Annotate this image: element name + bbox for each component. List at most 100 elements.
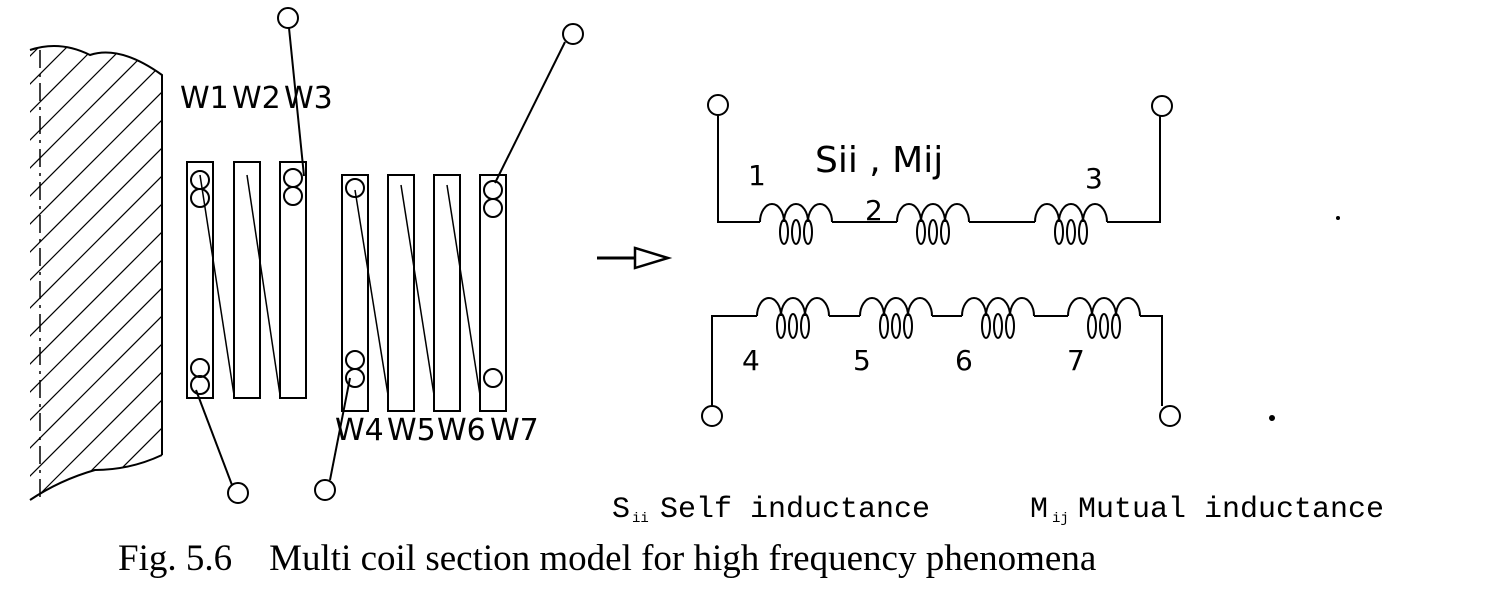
section-number-7: 7 xyxy=(1067,344,1085,377)
hatch-line xyxy=(30,46,75,500)
coil-label-w5: W5 xyxy=(387,413,436,448)
conductor-circle xyxy=(190,170,210,190)
hatch-line xyxy=(30,46,162,500)
hatch-line xyxy=(61,46,162,500)
coil-label-w3: W3 xyxy=(284,81,333,116)
hatch-line xyxy=(30,46,162,500)
hatch-line xyxy=(30,46,47,500)
coil-label-w1: W1 xyxy=(180,81,229,116)
inductor-4-loop xyxy=(800,313,810,339)
coil-section-6 xyxy=(433,174,461,412)
coil-label-w4: W4 xyxy=(335,413,384,448)
self-subscript: ii xyxy=(632,511,649,527)
wire xyxy=(1140,315,1163,406)
hatch-line xyxy=(30,46,131,500)
legend: S ii Self inductance M ij Mutual inducta… xyxy=(612,493,1384,527)
conductor-line xyxy=(199,174,235,396)
inductor-1-loop xyxy=(791,219,801,245)
coil-section-4 xyxy=(341,174,369,412)
section-number-2: 2 xyxy=(865,194,883,227)
hatch-line xyxy=(30,46,162,500)
inductor-7 xyxy=(1067,297,1141,317)
inductor-5-loop xyxy=(891,313,901,339)
inductor-7-loop xyxy=(1087,313,1097,339)
inductance-parameter-label: Sii , Mij xyxy=(815,140,943,181)
hatch-line xyxy=(30,46,162,500)
arrow-right-icon xyxy=(597,246,673,270)
conductor-circle xyxy=(345,178,365,198)
inductor-6-loop xyxy=(993,313,1003,339)
mutual-symbol: M xyxy=(1030,493,1048,527)
inductor-1-loop xyxy=(779,219,789,245)
conductor-circle xyxy=(190,358,210,378)
inductor-3-loop xyxy=(1078,219,1088,245)
conductor-circle xyxy=(190,375,210,395)
inductor-2-loop xyxy=(940,219,950,245)
self-inductance-text: Self inductance xyxy=(660,493,930,527)
conductor-circle xyxy=(483,198,503,218)
hatch-line xyxy=(30,46,162,500)
coil-label-w6: W6 xyxy=(437,413,486,448)
hatch-line xyxy=(30,46,159,500)
hatch-line xyxy=(30,46,162,500)
coil-section-7 xyxy=(479,174,507,412)
inductor-2-loop xyxy=(928,219,938,245)
mutual-subscript: ij xyxy=(1052,511,1069,527)
inductor-4-loop xyxy=(776,313,786,339)
hatch-line xyxy=(30,46,162,500)
mutual-inductance-text: Mutual inductance xyxy=(1078,493,1384,527)
conductor-circle xyxy=(345,368,365,388)
inductor-7-loop xyxy=(1111,313,1121,339)
inductor-1 xyxy=(759,203,833,223)
section-number-5: 5 xyxy=(853,344,871,377)
inductor-2 xyxy=(896,203,970,223)
inductor-6-loop xyxy=(981,313,991,339)
conductor-line xyxy=(354,189,389,396)
equivalent-circuit xyxy=(711,115,1163,406)
wire xyxy=(717,115,760,223)
section-number-4: 4 xyxy=(742,344,760,377)
conductor-line xyxy=(400,184,435,396)
inductor-3-loop xyxy=(1066,219,1076,245)
inductor-5-loop xyxy=(879,313,889,339)
inductor-3 xyxy=(1034,203,1108,223)
conductor-circle xyxy=(483,368,503,388)
self-symbol: S xyxy=(612,493,630,527)
inductor-6-loop xyxy=(1005,313,1015,339)
inductor-5 xyxy=(859,297,933,317)
inductor-4-loop xyxy=(788,313,798,339)
hatch-line xyxy=(33,46,162,500)
inductor-3-loop xyxy=(1054,219,1064,245)
conductor-circle xyxy=(283,186,303,206)
coil-section-5 xyxy=(387,174,415,412)
coil-label-w2: W2 xyxy=(232,81,281,116)
section-number-1: 1 xyxy=(748,159,766,192)
hatch-line xyxy=(30,46,162,500)
circuit-terminals xyxy=(701,94,1181,427)
section-number-3: 3 xyxy=(1085,162,1103,195)
coil-sections xyxy=(186,161,507,412)
section-number-6: 6 xyxy=(955,344,973,377)
inductor-1-loop xyxy=(803,219,813,245)
inductor-5-loop xyxy=(903,313,913,339)
inductor-2-loop xyxy=(916,219,926,245)
coil-label-w7: W7 xyxy=(490,413,539,448)
iron-core xyxy=(0,40,163,501)
conductor-circle xyxy=(483,180,503,200)
hatch-line xyxy=(0,40,18,500)
conductor-line xyxy=(246,174,281,396)
wire xyxy=(711,315,757,406)
hatch-line xyxy=(30,46,103,500)
wire xyxy=(1107,116,1161,223)
inductor-4 xyxy=(756,297,830,317)
conductor-line xyxy=(446,184,481,396)
figure-caption: Fig. 5.6 Multi coil section model for hi… xyxy=(118,538,1096,579)
conductor-circle xyxy=(283,168,303,188)
inductor-6 xyxy=(961,297,1035,317)
winding-terminals xyxy=(195,7,584,504)
inductor-7-loop xyxy=(1099,313,1109,339)
hatch-line xyxy=(30,46,162,500)
coil-section-3 xyxy=(279,161,307,399)
